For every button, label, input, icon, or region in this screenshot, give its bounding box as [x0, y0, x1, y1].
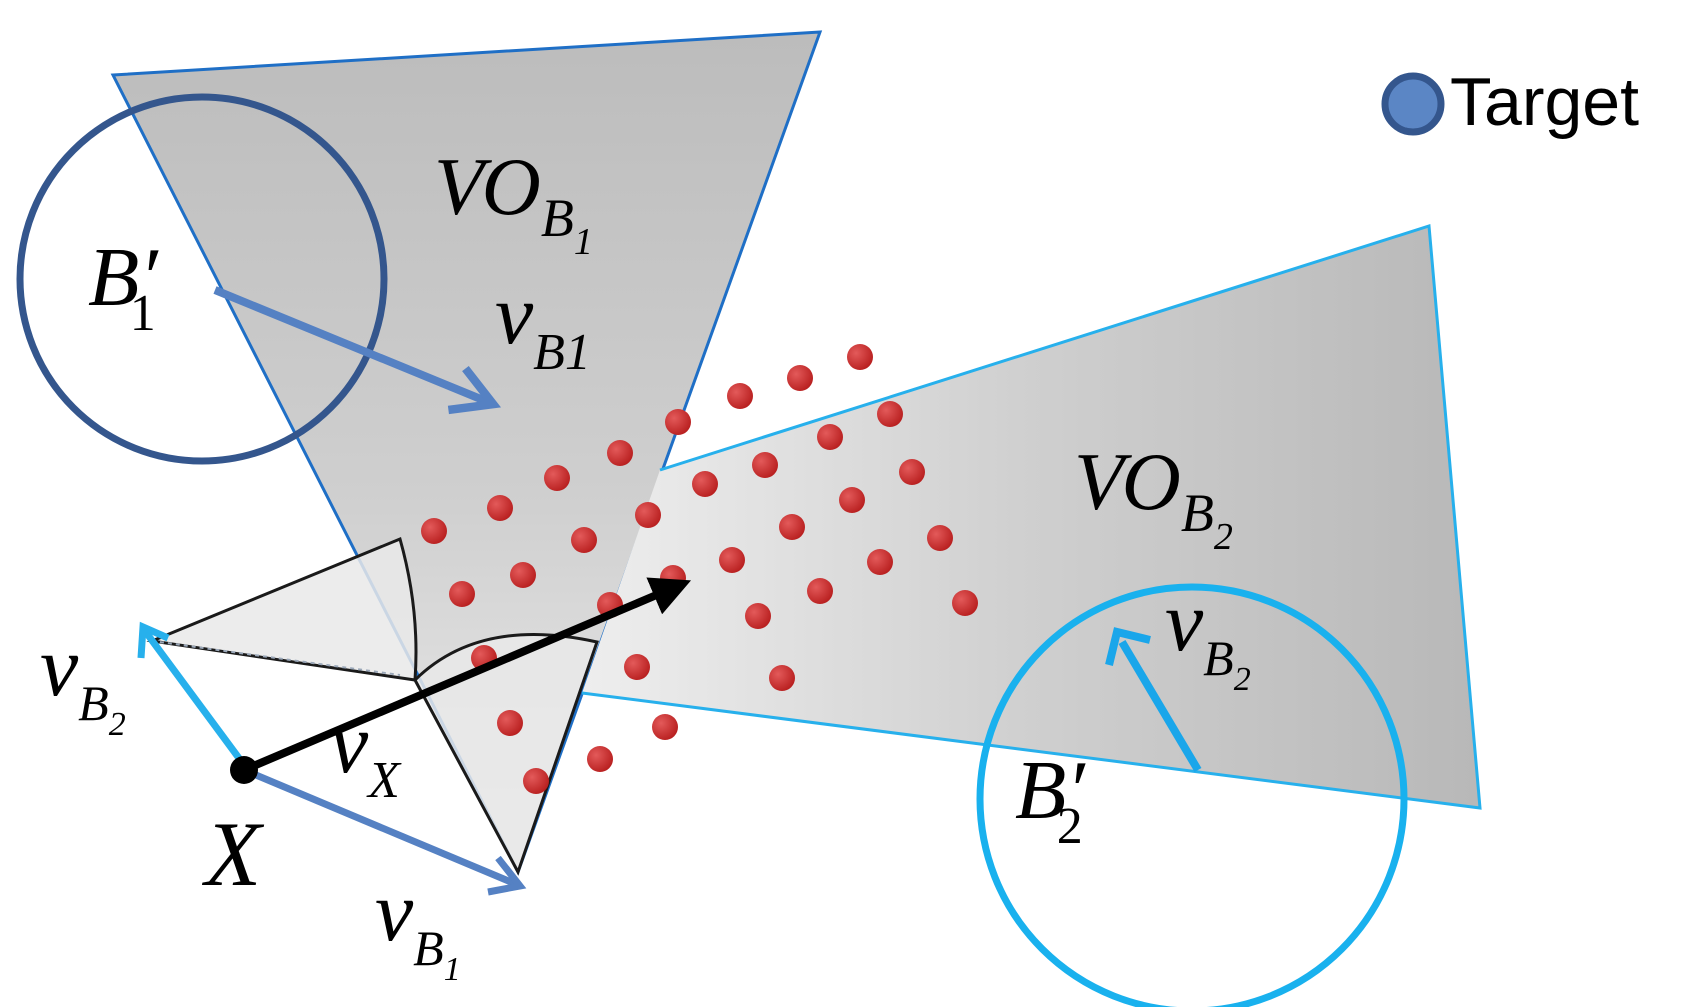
sample-dot — [607, 440, 633, 466]
legend: Target — [1381, 64, 1639, 140]
vo-b2-label: VOB2 — [1074, 436, 1233, 558]
sample-dot — [779, 514, 805, 540]
vo-b2-cone-edge — [581, 224, 1482, 810]
sample-dot — [727, 383, 753, 409]
vo-b1-cone — [110, 30, 823, 876]
sample-dot — [817, 424, 843, 450]
sample-dot — [769, 665, 795, 691]
reachable-sector-lower — [413, 633, 599, 876]
v-b2-left-label: vB2 — [40, 618, 126, 743]
b1-prime-circle — [16, 93, 388, 465]
b1-prime-label: B′1 — [88, 231, 159, 342]
sample-dots-group — [421, 344, 978, 794]
sample-dot — [571, 527, 597, 553]
sector-inner-guide — [151, 640, 401, 676]
sample-dot — [847, 344, 873, 370]
sample-dot — [544, 465, 570, 491]
v-b2-arrow-head — [1105, 627, 1151, 666]
legend-target-marker — [1381, 72, 1445, 136]
b2-prime-circle — [976, 583, 1408, 1007]
v-b1-arrow — [213, 286, 502, 415]
v-b1-lower-vector-head — [487, 855, 527, 896]
v-b2-arrow — [1118, 639, 1202, 773]
sample-dot — [952, 590, 978, 616]
sample-dot — [510, 562, 536, 588]
x-label: X — [201, 803, 265, 905]
vo-b1-label: VOB1 — [434, 141, 593, 263]
sample-dot — [665, 409, 691, 435]
v-b2-left-vector-head — [137, 621, 170, 659]
sample-dot — [877, 401, 903, 427]
sample-dot — [807, 578, 833, 604]
v-b2-right-label: vB2 — [1165, 573, 1251, 698]
v-b1-lower-vector — [242, 766, 520, 889]
sample-dot — [587, 746, 613, 772]
sample-dot — [421, 518, 447, 544]
sample-dot — [927, 525, 953, 551]
sample-dot — [899, 459, 925, 485]
sample-dot — [523, 768, 549, 794]
sample-dot — [867, 549, 893, 575]
legend-target-label: Target — [1450, 64, 1639, 140]
sample-dot — [497, 710, 523, 736]
v-b1-upper-label: vB1 — [495, 266, 591, 381]
v-x-vector — [242, 577, 692, 774]
sample-dot — [692, 471, 718, 497]
sample-dot — [624, 654, 650, 680]
sample-dot — [745, 603, 771, 629]
b2-prime-label: B′2 — [1015, 744, 1086, 855]
sample-dot — [839, 487, 865, 513]
v-x-label: vX — [330, 695, 402, 809]
v-b2-left-vector — [142, 628, 247, 768]
reachable-sector-upper — [146, 536, 418, 682]
sample-dot — [449, 581, 475, 607]
sample-dot — [635, 502, 661, 528]
v-b1-lower-label: vB1 — [375, 863, 461, 988]
sample-dot — [787, 365, 813, 391]
sample-dot — [752, 452, 778, 478]
x-point — [230, 756, 258, 784]
sample-dot — [652, 714, 678, 740]
sample-dot — [719, 547, 745, 573]
sample-dot — [487, 495, 513, 521]
vo-b2-cone — [582, 226, 1480, 808]
